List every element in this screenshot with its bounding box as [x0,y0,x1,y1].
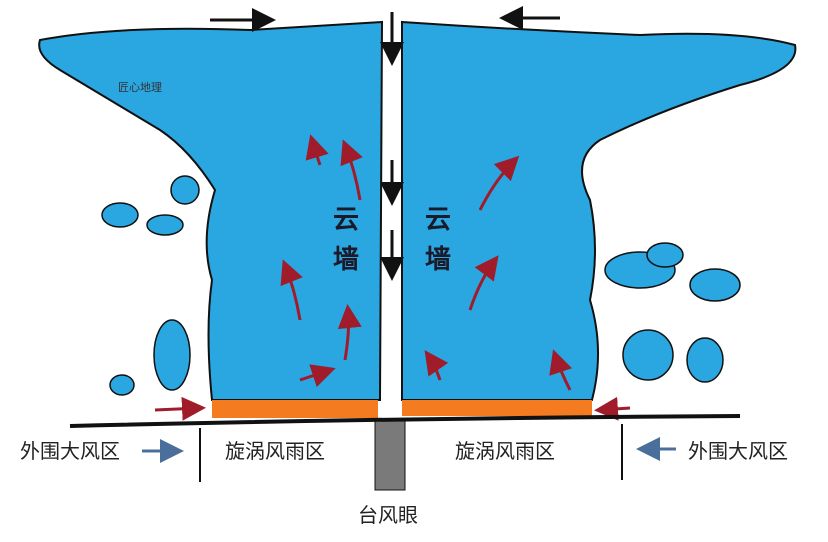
surface-heat-left [212,400,378,418]
inflow-arrow-right [594,396,631,421]
cloud-wall-left-char-1: 云 [333,205,359,235]
eye-column [374,419,406,491]
left-cloud-wall [38,20,384,401]
right-cloud-wall [401,20,797,401]
ground-line [69,414,741,428]
outflow-arrows [210,6,560,281]
zone-vortex-right: 旋涡风雨区 [455,439,555,463]
surface-heat-right [402,400,592,416]
zone-eye: 台风眼 [358,503,418,527]
updraft-arrows [280,134,573,391]
zone-vortex-left: 旋涡风雨区 [225,439,325,463]
cloud-wall-right-char-1: 云 [425,205,451,235]
cloud-wall-right-char-2: 墙 [425,245,451,275]
zone-outer-left: 外围大风区 [20,439,120,463]
zone-outer-right: 外围大风区 [688,439,788,463]
watermark: 匠心地理 [118,81,162,94]
cloud-wall-left-char-2: 墙 [333,245,359,275]
inflow-arrow-left [154,396,206,421]
